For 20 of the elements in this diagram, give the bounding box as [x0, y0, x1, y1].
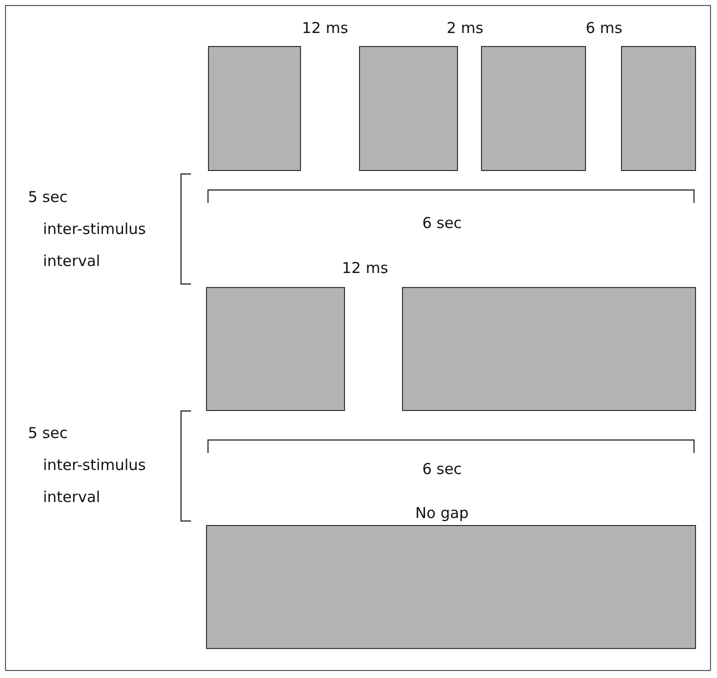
interval-label: inter-stimulus	[43, 456, 146, 474]
interval-label: inter-stimulus	[43, 220, 146, 238]
duration-label: 6 ms	[586, 19, 622, 37]
interval-label: 5 sec	[28, 188, 68, 206]
duration-label: 12 ms	[302, 19, 348, 37]
stimulus-block	[621, 46, 696, 171]
stimulus-block	[481, 46, 586, 171]
interval-label: 5 sec	[28, 424, 68, 442]
interval-label: interval	[43, 252, 100, 270]
stimulus-block	[206, 287, 345, 411]
stimulus-block	[208, 46, 301, 171]
stimulus-block	[359, 46, 458, 171]
interval-label: interval	[43, 488, 100, 506]
duration-label: 12 ms	[342, 259, 388, 277]
stimulus-block	[402, 287, 696, 411]
duration-label: 2 ms	[446, 19, 484, 37]
duration-label: 6 sec	[422, 460, 462, 478]
duration-label: 6 sec	[422, 214, 462, 232]
stimulus-block	[206, 525, 696, 649]
note-label: No gap	[415, 504, 469, 522]
